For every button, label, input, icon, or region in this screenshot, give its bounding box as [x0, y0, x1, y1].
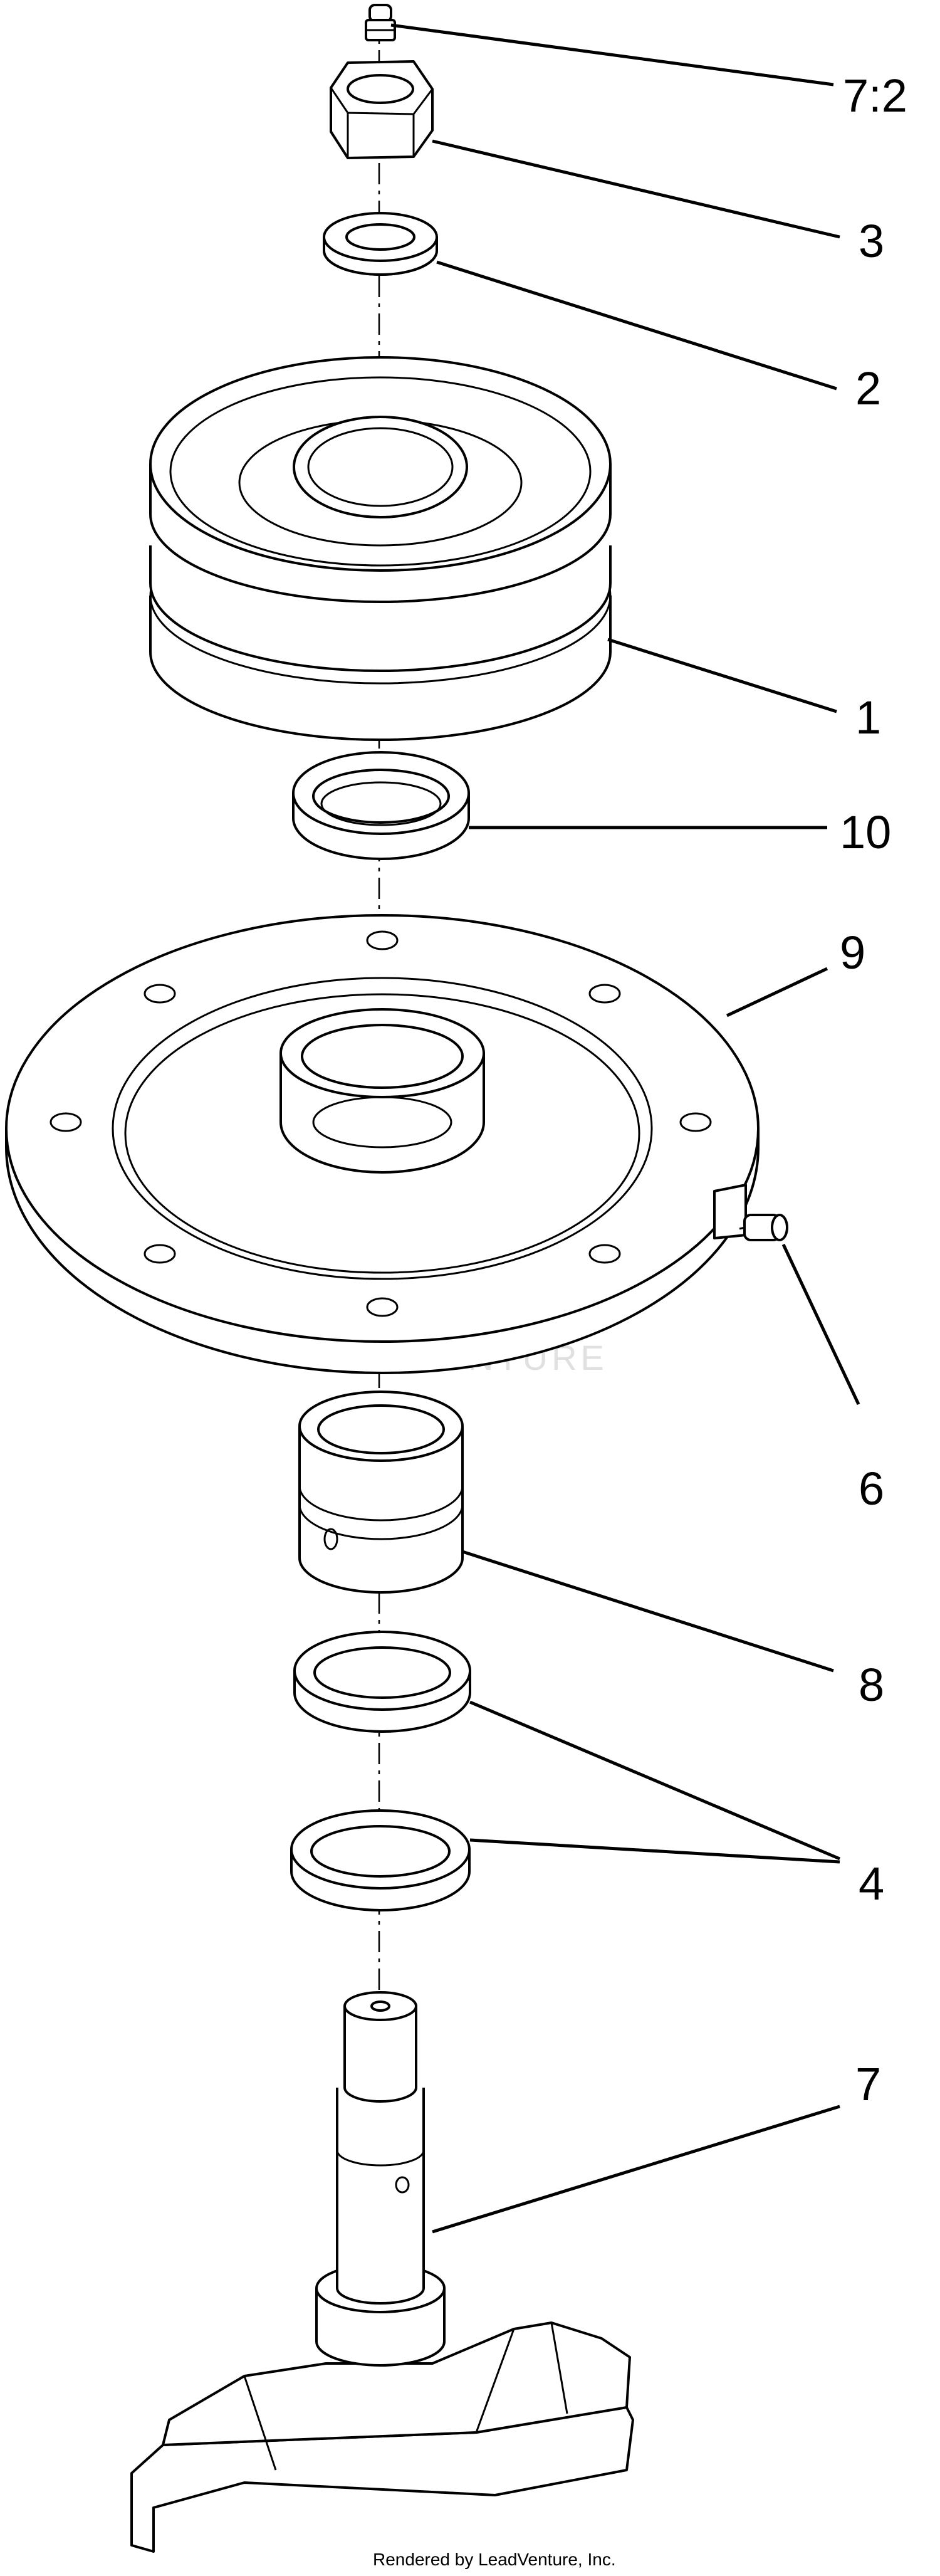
credit-text: Rendered by LeadVenture, Inc.	[373, 2550, 616, 2569]
callout-numbers: 7:2 3 2 1 10 9 6 8 4 7	[840, 70, 907, 2110]
pulley-part	[149, 356, 612, 741]
callout-7: 7	[855, 2058, 881, 2110]
leader-lines	[390, 23, 860, 2234]
washer-part	[323, 212, 438, 276]
upper-spacer-part	[293, 1631, 471, 1733]
seal-part	[292, 751, 470, 860]
lower-spacer-part	[290, 1809, 471, 1911]
callout-7-2: 7:2	[843, 70, 907, 122]
callout-3: 3	[859, 215, 884, 267]
set-screw-part	[739, 1214, 788, 1241]
hex-nut-part	[330, 60, 434, 159]
callout-2: 2	[855, 362, 881, 414]
callout-8: 8	[859, 1659, 884, 1711]
callout-10: 10	[840, 806, 891, 858]
callout-4: 4	[859, 1858, 884, 1910]
bearing-part	[298, 1391, 464, 1594]
grease-fitting-part	[365, 4, 396, 41]
housing-part	[5, 914, 760, 1374]
spindle-part	[130, 1991, 634, 2553]
callout-1: 1	[855, 691, 881, 744]
callout-9: 9	[840, 927, 865, 979]
callout-6: 6	[859, 1463, 884, 1515]
